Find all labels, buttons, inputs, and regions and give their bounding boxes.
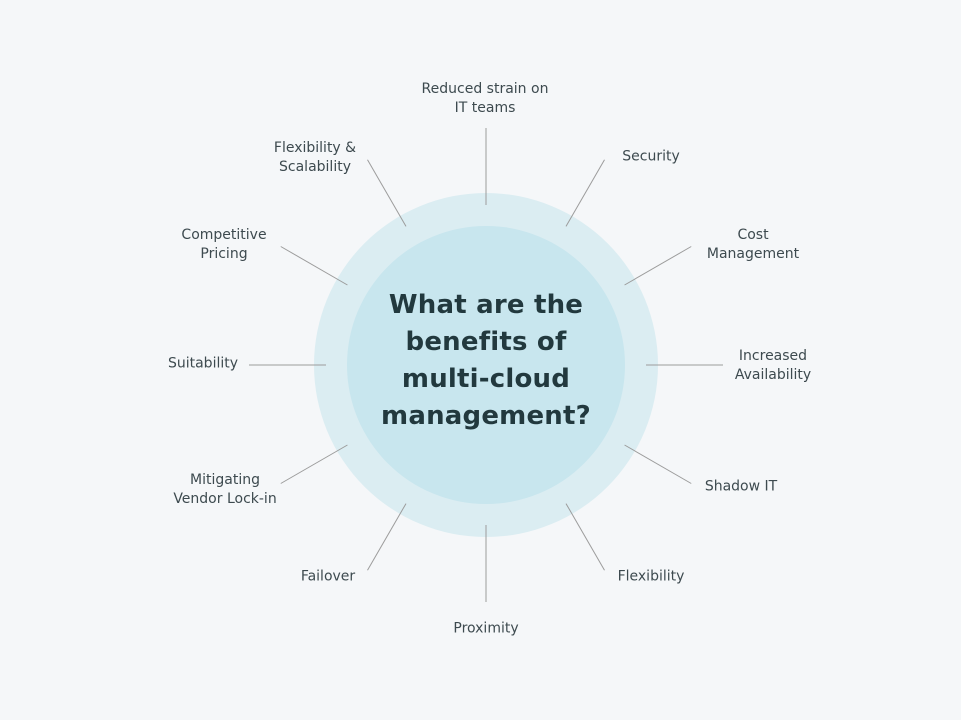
spoke-line (624, 444, 692, 484)
spoke-line (367, 503, 407, 571)
spoke-line (367, 159, 407, 227)
spoke-line (624, 246, 692, 286)
spoke-line (280, 444, 348, 484)
benefit-label: Mitigating Vendor Lock-in (173, 472, 277, 507)
benefit-label: Cost Management (706, 227, 800, 262)
benefit-label: Security (622, 148, 680, 165)
benefit-label: Competitive Pricing (181, 227, 267, 262)
benefit-label: Suitability (167, 355, 239, 372)
benefit-label: Proximity (453, 620, 519, 637)
inner-circle (347, 226, 625, 504)
benefit-label: Flexibility & Scalability (273, 140, 357, 175)
diagram-title: What are the benefits of multi-cloud man… (381, 290, 591, 431)
spoke-line (565, 159, 605, 227)
spoke-line (565, 503, 605, 571)
benefit-label: Flexibility (617, 568, 685, 585)
benefit-label: Reduced strain on IT teams (421, 81, 549, 116)
benefit-label: Shadow IT (704, 478, 778, 495)
spoke-line (280, 246, 348, 286)
benefit-label: Increased Availability (734, 348, 812, 383)
benefit-label: Failover (300, 568, 356, 585)
